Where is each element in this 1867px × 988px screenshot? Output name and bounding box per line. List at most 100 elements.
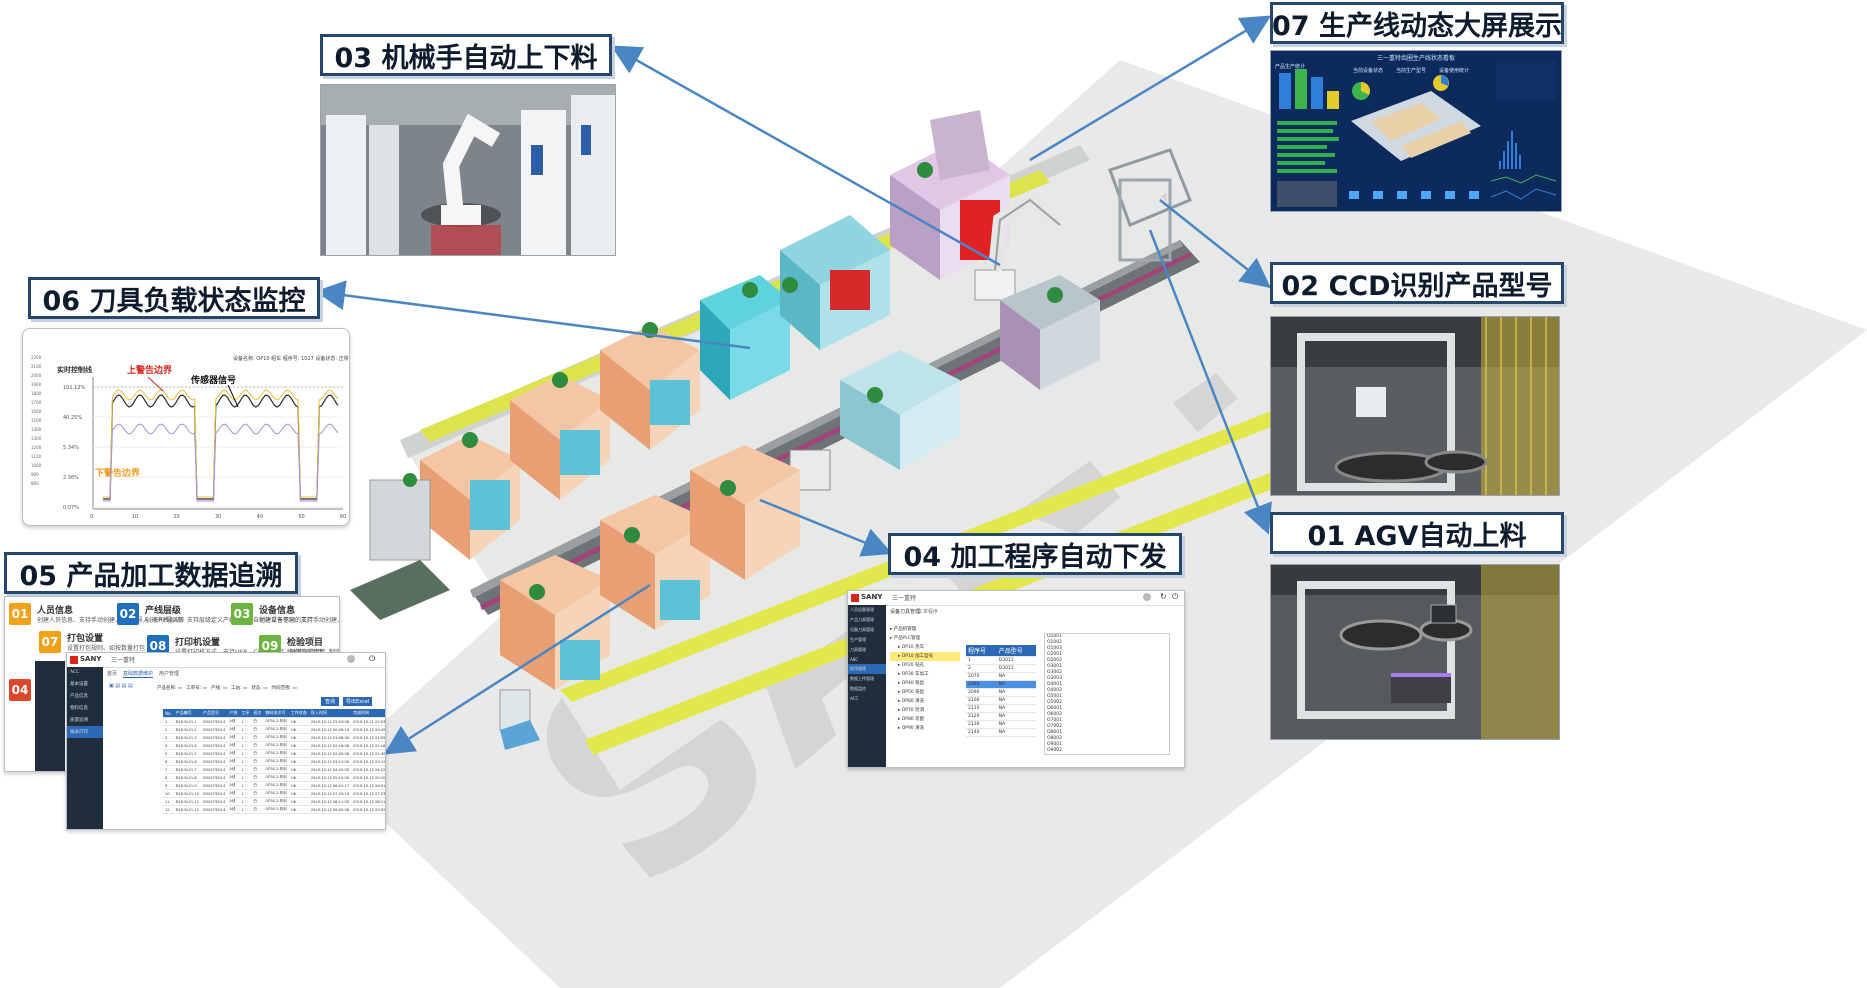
trace-side-item[interactable]: 基本设置: [70, 682, 88, 687]
program-tab-2[interactable]: 工单程序: [918, 609, 939, 615]
program-tree-item[interactable]: ▸ 产品机管理: [890, 627, 917, 632]
program-user-icon[interactable]: [1143, 593, 1151, 601]
program-side-item[interactable]: 数据上传管理: [850, 676, 874, 681]
program-file-item[interactable]: O9001: [1047, 742, 1062, 747]
trace-side-item[interactable]: 物料信息: [70, 706, 88, 711]
program-tree-item[interactable]: ▸ OP40 铣齿: [898, 681, 925, 686]
trace-filter[interactable]: 状态: ▭: [251, 686, 268, 691]
program-tree-item[interactable]: ▸ OP70 检测: [898, 708, 925, 713]
trace-col-header[interactable]: 产线: [227, 709, 240, 718]
program-side-item[interactable]: 产品刀具管理: [850, 617, 874, 622]
program-side-item[interactable]: ABC: [850, 657, 859, 662]
program-tree-item[interactable]: ▸ 产品PLC管理: [890, 636, 921, 641]
program-exit-icon[interactable]: ⏻: [1172, 592, 1179, 601]
trace-tab[interactable]: 基础数据维护: [123, 671, 154, 678]
trace-filter[interactable]: 产品名称: ▭: [157, 686, 183, 691]
trace-close-icon[interactable]: ⏻: [369, 654, 376, 663]
program-side-item[interactable]: 设备刀具管理: [850, 627, 874, 632]
program-file-item[interactable]: O7001: [1047, 718, 1062, 723]
trace-col-header[interactable]: 完成时间: [351, 709, 385, 718]
trace-filter[interactable]: 工站: ▭: [231, 686, 248, 691]
program-refresh-icon[interactable]: ↻: [1160, 592, 1167, 601]
program-file-item[interactable]: O5002: [1047, 700, 1062, 705]
program-tree-item[interactable]: ▸ OP50 铣齿: [898, 690, 925, 695]
program-side-item[interactable]: 程序管理: [848, 664, 886, 674]
trace-col-header[interactable]: No.: [163, 709, 174, 718]
trace-side-item[interactable]: 产品信息: [70, 694, 88, 699]
program-side-item[interactable]: 数据监控: [850, 686, 866, 691]
program-file-item[interactable]: O1003: [1047, 646, 1062, 651]
program-file-item[interactable]: O7002: [1047, 724, 1062, 729]
trace-module[interactable]: 04: [9, 679, 109, 707]
program-file-item[interactable]: O1002: [1047, 640, 1062, 645]
program-tree-item[interactable]: ▸ OP20 钻孔: [898, 663, 925, 668]
program-file-item[interactable]: O8002: [1047, 736, 1062, 741]
program-side-item[interactable]: 刀具管理: [850, 647, 866, 652]
program-side-item[interactable]: 人员设备管理: [850, 607, 874, 612]
program-file-item[interactable]: O5001: [1047, 694, 1062, 699]
trace-col-header[interactable]: 产品型号: [201, 709, 228, 718]
program-file-item[interactable]: O6002: [1047, 712, 1062, 717]
program-tree-item[interactable]: ▸ OP10 热车: [898, 645, 925, 650]
program-file-item[interactable]: O3002: [1047, 670, 1062, 675]
query-button[interactable]: 查询: [321, 697, 340, 706]
trace-filter[interactable]: 时间范围: ▭: [271, 686, 297, 691]
program-file-item[interactable]: O3001: [1047, 664, 1062, 669]
trace-col-header[interactable]: 班次: [251, 709, 264, 718]
trace-col-header[interactable]: 物料批次号: [263, 709, 289, 718]
trace-tab[interactable]: 首页: [107, 671, 118, 677]
program-file-item[interactable]: O3003: [1047, 676, 1062, 681]
program-tree-item[interactable]: ▸ OP60 清洗: [898, 699, 925, 704]
program-tree-item[interactable]: ▸ OP30 车加工: [898, 672, 929, 677]
trace-side-item[interactable]: 质量追溯: [70, 718, 88, 723]
trace-user-icon[interactable]: [347, 655, 355, 663]
program-file-item[interactable]: O4001: [1047, 682, 1062, 687]
trace-filter[interactable]: 产线: ▭: [210, 686, 228, 691]
program-tab-1[interactable]: 设备刀具管理: [890, 609, 921, 615]
program-file-item[interactable]: O2002: [1047, 658, 1062, 663]
program-side-item[interactable]: 生产管理: [850, 637, 866, 642]
program-file-item[interactable]: O6001: [1047, 706, 1062, 711]
trace-col-header[interactable]: 产品编号: [173, 709, 202, 718]
program-side-item[interactable]: ACC: [850, 696, 859, 701]
program-file-item[interactable]: O4002: [1047, 688, 1062, 693]
program-tree-item[interactable]: ▸ OP90 清洗: [898, 726, 925, 731]
program-file-item[interactable]: O8001: [1047, 730, 1062, 735]
program-tree-item[interactable]: ▸ OP80 装配: [898, 717, 925, 722]
program-file-item[interactable]: O2001: [1047, 652, 1062, 657]
export-button[interactable]: 导出Excel: [343, 697, 373, 706]
trace-side-item[interactable]: ACC: [70, 670, 80, 675]
program-file-item[interactable]: O1001: [1047, 634, 1062, 639]
program-tree-item[interactable]: ▸ OP10 加工型号: [890, 652, 960, 661]
trace-col-header[interactable]: 投入时间: [308, 709, 352, 718]
trace-side-item[interactable]: 报表打印: [67, 726, 103, 738]
trace-col-header[interactable]: 工件状态: [288, 709, 309, 718]
trace-tab[interactable]: 用户管理: [159, 671, 180, 677]
trace-filter[interactable]: 工单号: ▭: [186, 686, 207, 691]
program-file-item[interactable]: O9002: [1047, 748, 1062, 753]
trace-col-header[interactable]: 工序: [239, 709, 252, 718]
